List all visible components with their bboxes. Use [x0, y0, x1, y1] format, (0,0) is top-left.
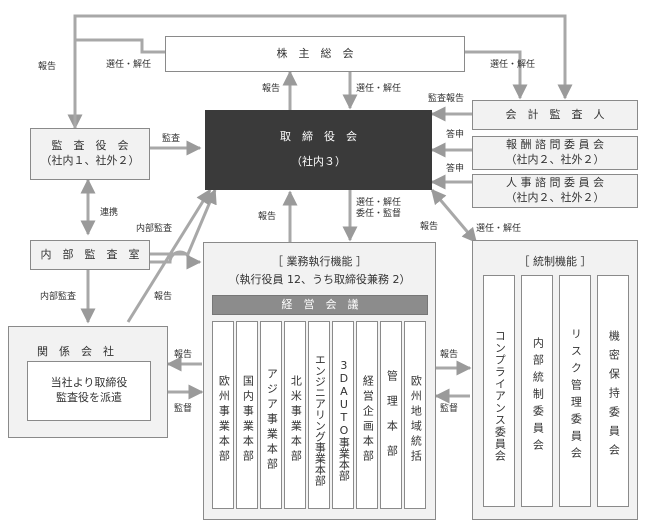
- edge-label: 内部監査: [136, 224, 173, 234]
- division-europe: 欧州事業本部: [212, 321, 234, 509]
- edge-label: 報告: [440, 350, 459, 360]
- edge-label: 答申: [446, 130, 465, 140]
- audit-board-sub-label: （社内１、社外２）: [40, 154, 140, 167]
- comp-committee-sub-label: （社内２、社外２）: [505, 153, 605, 166]
- committee-label: 機密保持委員会: [607, 329, 621, 463]
- affiliates-note: 当社より取締役 監査役を派遣: [50, 376, 128, 404]
- edge-label: 選任・解任: [490, 60, 536, 70]
- division-label: 北米事業本部: [289, 375, 303, 465]
- edge-label: 報告: [262, 84, 281, 94]
- confidentiality-committee: 機密保持委員会: [597, 275, 629, 507]
- division-administration: 管理本部: [380, 321, 402, 509]
- compliance-committee: コンプライアンス委員会: [483, 275, 515, 507]
- division-corporate-planning: 経営企画本部: [356, 321, 378, 509]
- management-meeting-box: 経 営 会 議: [212, 295, 428, 315]
- edge-label: 報告: [154, 292, 173, 302]
- division-label: エンジニアリング事業本部: [313, 354, 327, 486]
- division-label: 欧州事業本部: [217, 375, 231, 465]
- affiliates-box: 関 係 会 社 当社より取締役 監査役を派遣: [8, 326, 168, 438]
- division-3dauto: 3DAUTO事業本部: [332, 321, 354, 509]
- edge-label: 報告: [38, 62, 57, 72]
- audit-board-box: 監 査 役 会 （社内１、社外２）: [30, 128, 150, 180]
- edge-label: 答申: [446, 164, 465, 174]
- business-exec-label: ［ 業務執行機能 ］: [272, 255, 367, 268]
- edge-label: 選任・解任 委任・監督: [356, 198, 402, 219]
- edge-label: 報告: [174, 350, 193, 360]
- edge-label: 監査: [162, 134, 181, 144]
- committee-label: コンプライアンス委員会: [493, 330, 507, 462]
- edge-label: 監査報告: [428, 94, 465, 104]
- compensation-committee-box: 報 酬 諮 問 委 員 会 （社内２、社外２）: [472, 136, 638, 170]
- edge-label: 報告: [258, 212, 277, 222]
- governance-box: ［ 統制機能 ］ コンプライアンス委員会 内部統制委員会 リスク管理委員会 機密…: [472, 240, 638, 520]
- business-execution-box: ［ 業務執行機能 ］ （執行役員 12、うち取締役兼務 2） 経 営 会 議 欧…: [203, 242, 436, 520]
- division-domestic: 国内事業本部: [236, 321, 258, 509]
- board-of-directors-box: 取 締 役 会 （社内３）: [205, 110, 432, 190]
- affiliates-note-box: 当社より取締役 監査役を派遣: [27, 361, 151, 421]
- business-exec-sub-label: （執行役員 12、うち取締役兼務 2）: [228, 273, 411, 286]
- edge-label: 選任・解任: [476, 224, 522, 234]
- shareholders-meeting-box: 株 主 総 会: [165, 36, 465, 72]
- governance-label: ［ 統制機能 ］: [518, 255, 592, 268]
- accounting-auditor-box: 会 計 監 査 人: [472, 100, 638, 130]
- division-north-america: 北米事業本部: [284, 321, 306, 509]
- edge-label: 連携: [100, 208, 119, 218]
- hr-committee-sub-label: （社内２、社外２）: [505, 191, 605, 204]
- internal-audit-label: 内 部 監 査 室: [40, 247, 140, 261]
- management-meeting-label: 経 営 会 議: [281, 297, 359, 311]
- division-label: 欧州地域統括: [409, 375, 423, 465]
- board-label: 取 締 役 会: [280, 130, 357, 144]
- edge-label: 監督: [440, 404, 459, 414]
- division-engineering: エンジニアリング事業本部: [308, 321, 330, 509]
- accounting-auditor-label: 会 計 監 査 人: [505, 107, 605, 121]
- division-label: アジア事業本部: [265, 367, 279, 473]
- hr-committee-label: 人 事 諮 問 委 員 会: [506, 176, 604, 190]
- edge-label: 選任・解任: [106, 60, 152, 70]
- comp-committee-label: 報 酬 諮 問 委 員 会: [506, 138, 604, 152]
- edge-label: 内部監査: [40, 292, 77, 302]
- division-label: 3DAUTO事業本部: [337, 359, 351, 481]
- audit-board-label: 監 査 役 会: [51, 139, 129, 153]
- hr-committee-box: 人 事 諮 問 委 員 会 （社内２、社外２）: [472, 174, 638, 208]
- division-asia: アジア事業本部: [260, 321, 282, 509]
- edge-label: 監督: [174, 404, 193, 414]
- internal-audit-office-box: 内 部 監 査 室: [30, 240, 150, 270]
- risk-management-committee: リスク管理委員会: [559, 275, 591, 507]
- board-sub-label: （社内３）: [291, 155, 346, 168]
- division-label: 国内事業本部: [241, 375, 255, 465]
- edge-label: 報告: [420, 222, 439, 232]
- committee-label: 内部統制委員会: [531, 336, 545, 456]
- division-label: 管理本部: [385, 370, 399, 470]
- division-label: 経営企画本部: [361, 375, 375, 465]
- affiliates-label: 関 係 会 社: [37, 345, 114, 358]
- shareholders-meeting-label: 株 主 総 会: [276, 46, 354, 60]
- committee-label: リスク管理委員会: [569, 328, 583, 464]
- division-europe-regional: 欧州地域統括: [404, 321, 426, 509]
- internal-control-committee: 内部統制委員会: [521, 275, 553, 507]
- edge-label: 選任・解任: [356, 84, 402, 94]
